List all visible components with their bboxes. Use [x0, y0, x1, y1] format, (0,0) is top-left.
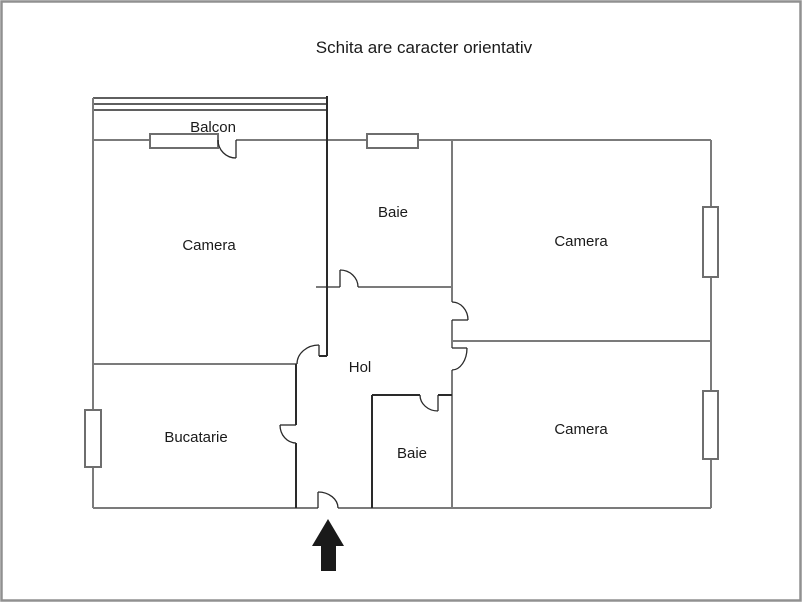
entrance-arrow-icon: [312, 519, 344, 571]
window-balcony: [149, 133, 219, 149]
room-label-balcon: Balcon: [190, 119, 236, 136]
room-label-hol: Hol: [349, 359, 372, 376]
doors: [217, 139, 469, 509]
room-label-baie-top: Baie: [378, 204, 408, 221]
room-label-baie-bottom: Baie: [397, 445, 427, 462]
room-label-camera-top-right: Camera: [554, 233, 608, 250]
door-arc-baie-bottom: [419, 394, 439, 412]
door-arc-camera-bottom-right: [451, 347, 468, 371]
window-camera-top-right: [702, 206, 719, 278]
room-label-bucatarie: Bucatarie: [164, 429, 227, 446]
door-arc-balcony: [217, 139, 237, 159]
door-arc-entrance: [317, 491, 339, 509]
door-arc-baie-top: [339, 269, 359, 288]
windows: [84, 133, 719, 468]
door-arc-bucatarie: [279, 424, 297, 444]
room-label-camera-top-left: Camera: [182, 237, 236, 254]
window-baie-top: [366, 133, 419, 149]
plan-title: Schita are caracter orientativ: [316, 38, 533, 57]
room-label-camera-bottom-right: Camera: [554, 421, 608, 438]
window-bucatarie: [84, 409, 102, 468]
walls-interior: [295, 96, 452, 508]
door-arc-camera-top-right: [451, 301, 469, 321]
window-camera-bottom-right: [702, 390, 719, 460]
walls-outer: [92, 98, 712, 509]
balcony-railing: [93, 97, 327, 111]
door-arc-camera-top-left: [296, 344, 320, 365]
